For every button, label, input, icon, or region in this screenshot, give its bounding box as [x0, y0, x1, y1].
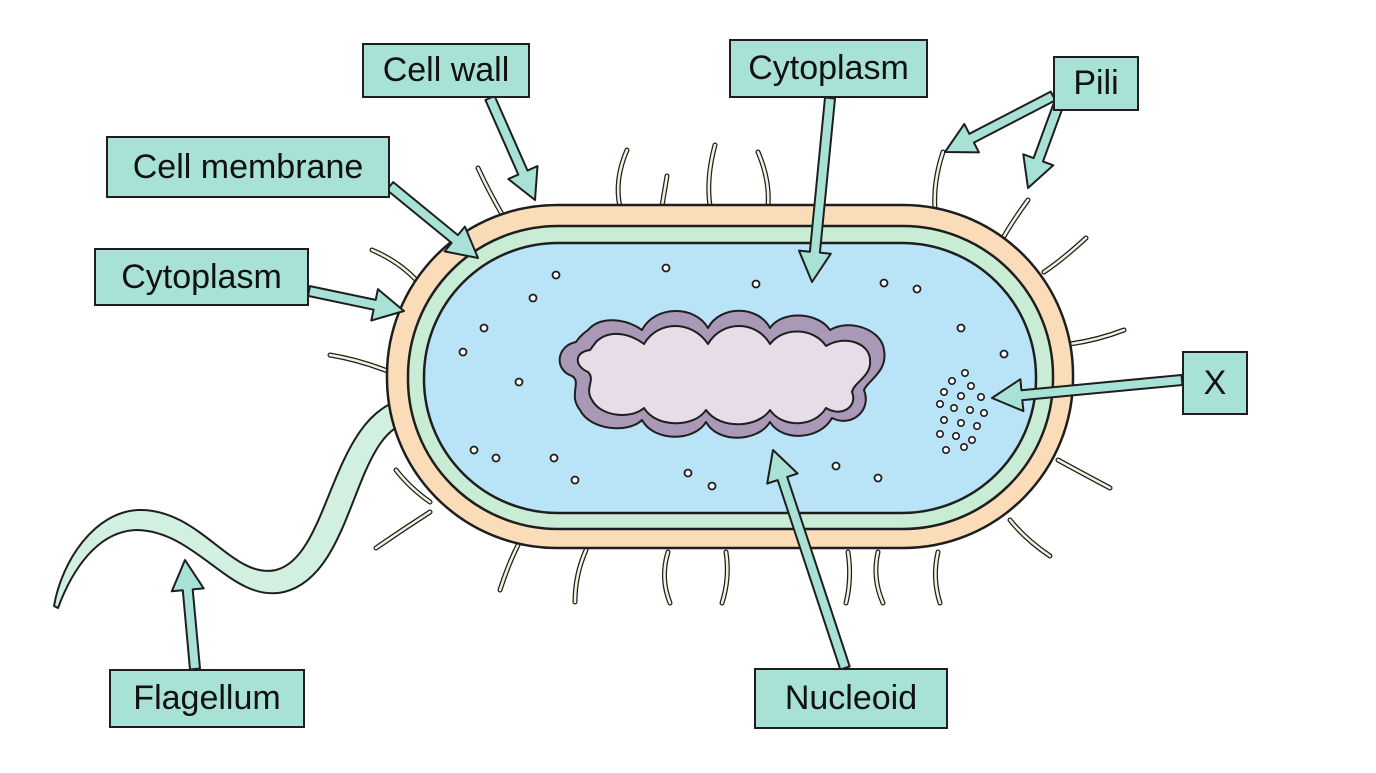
pilus: [934, 550, 942, 605]
ribosome-dot: [549, 453, 559, 463]
ribosome-dot: [683, 468, 693, 478]
arrow-nucleoid: [766, 449, 851, 671]
x-granule-cluster: [935, 368, 988, 454]
arrow-pili-1: [944, 90, 1057, 154]
pilus: [660, 174, 669, 208]
arrow-cytoplasm-top: [798, 96, 836, 283]
ribosome-dot: [879, 278, 889, 288]
label-cell-membrane: Cell membrane: [106, 136, 390, 198]
granule-dot: [960, 368, 969, 377]
ribosome-dot: [551, 270, 561, 280]
pilus: [374, 510, 432, 550]
granule-dot: [967, 435, 976, 444]
arrow-cytoplasm-left: [307, 285, 405, 322]
pilus: [720, 550, 729, 605]
granule-dot: [965, 405, 974, 414]
granule-dot: [956, 391, 965, 400]
granule-dot: [939, 387, 948, 396]
pointer-arrows: [170, 90, 1184, 671]
ribosome-dots: [458, 263, 1009, 491]
label-flagellum: Flagellum: [109, 669, 305, 728]
arrow-x: [991, 374, 1184, 413]
arrow-pili-2: [1022, 103, 1064, 189]
granule-dot: [951, 431, 960, 440]
pilus: [756, 150, 770, 208]
pilus: [707, 143, 717, 208]
granule-dot: [976, 392, 985, 401]
pilus: [933, 150, 945, 212]
granule-dot: [972, 421, 981, 430]
ribosome-dot: [873, 473, 883, 483]
label-cytoplasm-top: Cytoplasm: [729, 39, 928, 98]
pilus: [663, 550, 672, 605]
pilus: [370, 248, 420, 284]
granule-dot: [959, 442, 968, 451]
ribosome-dot: [469, 445, 479, 455]
pilus: [874, 550, 885, 605]
granule-dot: [949, 403, 958, 412]
ribosome-dot: [751, 279, 761, 289]
arrow-cell-membrane: [385, 181, 479, 259]
pilus: [616, 148, 629, 209]
pilus: [476, 166, 505, 218]
pilus: [1056, 458, 1112, 490]
pilus: [498, 543, 520, 592]
pilus: [1001, 198, 1030, 240]
label-cell-wall: Cell wall: [362, 43, 530, 98]
label-pili: Pili: [1053, 56, 1139, 111]
ribosome-dot: [491, 453, 501, 463]
ribosome-dot: [661, 263, 671, 273]
pilus-outline: [369, 247, 421, 285]
label-cytoplasm-left: Cytoplasm: [94, 248, 309, 306]
pilus: [328, 353, 392, 374]
ribosome-dot: [514, 377, 524, 387]
pilus: [1068, 328, 1126, 346]
pilus: [1042, 236, 1088, 274]
granule-dot: [947, 376, 956, 385]
label-nucleoid: Nucleoid: [754, 668, 948, 729]
granule-dot: [966, 381, 975, 390]
ribosome-dot: [912, 284, 922, 294]
granule-dot: [939, 415, 948, 424]
pilus: [573, 548, 588, 604]
nucleoid-region: [558, 309, 886, 439]
ribosome-dot: [999, 349, 1009, 359]
arrow-cell-wall: [484, 95, 539, 201]
label-x: X: [1182, 351, 1248, 415]
granule-dot: [935, 399, 944, 408]
ribosome-dot: [831, 461, 841, 471]
pilus: [394, 468, 432, 504]
granule-dot: [979, 408, 988, 417]
ribosome-dot: [458, 347, 468, 357]
pilus: [844, 550, 851, 605]
flagellum-shape: [53, 397, 411, 609]
ribosome-dot: [528, 293, 538, 303]
granule-dot: [941, 445, 950, 454]
pili-group: [327, 142, 1127, 606]
granule-dot: [935, 429, 944, 438]
ribosome-dot: [956, 323, 966, 333]
nucleoid-body: [576, 325, 872, 426]
granule-dot: [956, 418, 965, 427]
ribosome-dot: [707, 481, 717, 491]
pilus: [1008, 518, 1052, 558]
ribosome-dot: [570, 475, 580, 485]
arrow-flagellum: [170, 559, 205, 671]
ribosome-dot: [479, 323, 489, 333]
